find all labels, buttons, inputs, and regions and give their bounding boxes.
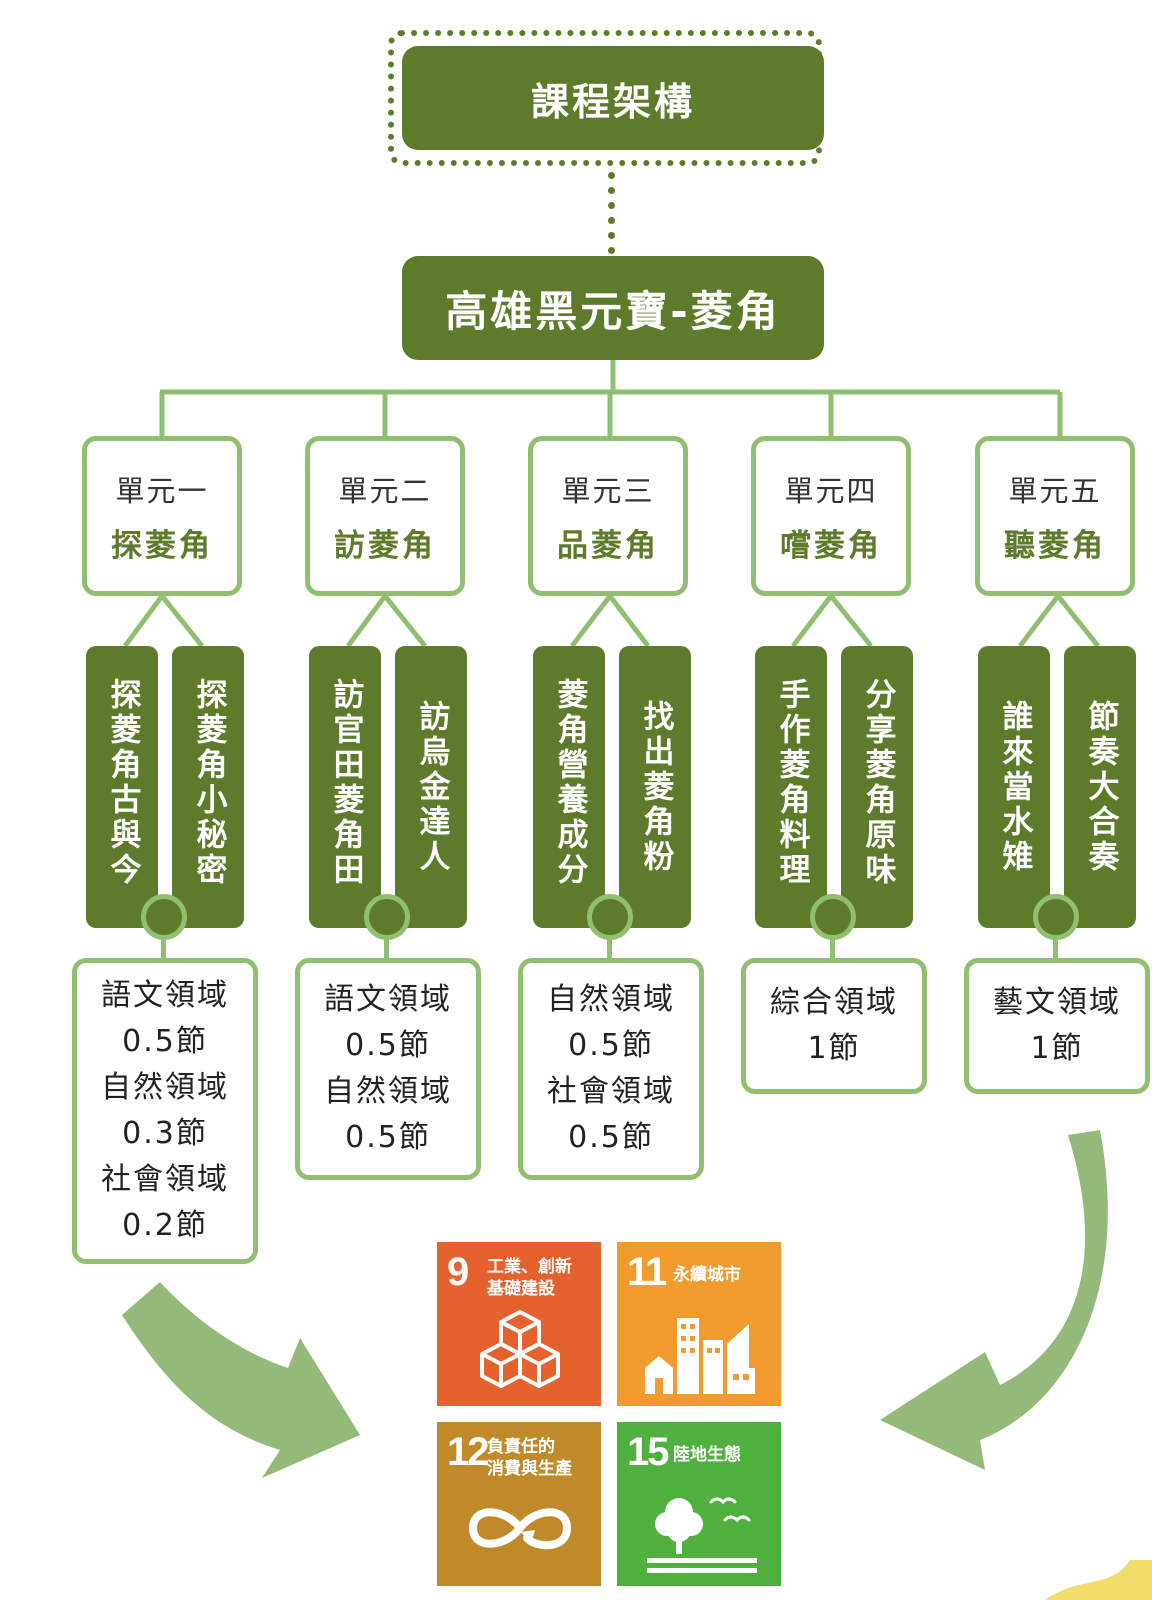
infinity-icon bbox=[468, 1508, 572, 1550]
sdg-number: 15 bbox=[627, 1430, 669, 1474]
domain-line: 1節 bbox=[1030, 1031, 1084, 1066]
connector-knob-icon bbox=[810, 894, 856, 940]
domain-line: 語文領域 bbox=[101, 978, 229, 1013]
activity-box: 分享菱角原味 bbox=[841, 646, 913, 928]
unit-name: 訪菱角 bbox=[334, 527, 436, 564]
activity-box: 誰來當水雉 bbox=[978, 646, 1050, 928]
unit-box-2: 單元二 訪菱角 bbox=[305, 436, 465, 596]
domain-line: 0.3節 bbox=[122, 1116, 208, 1151]
domain-line: 0.5節 bbox=[345, 1120, 431, 1155]
sdg-title: 負責任的 消費與生產 bbox=[487, 1436, 572, 1480]
sdg-tile-11: 11 永續城市 bbox=[617, 1242, 781, 1406]
sdg-title-line: 基礎建設 bbox=[487, 1279, 555, 1299]
knob-stem bbox=[384, 938, 389, 958]
sdg-title-line: 陸地生態 bbox=[673, 1445, 741, 1465]
left-arrow-icon bbox=[122, 1282, 360, 1478]
activity-text: 手作菱角料理 bbox=[773, 678, 810, 888]
sdg-title-line: 消費與生產 bbox=[487, 1459, 572, 1479]
knob-stem bbox=[607, 938, 612, 958]
activity-box: 訪官田菱角田 bbox=[309, 646, 381, 928]
unit-label: 單元四 bbox=[784, 473, 878, 508]
knob-stem bbox=[161, 938, 166, 958]
activity-text: 分享菱角原味 bbox=[859, 678, 896, 888]
connector-knob-icon bbox=[1033, 894, 1079, 940]
cubes-icon bbox=[480, 1310, 560, 1388]
unit-label: 單元二 bbox=[338, 473, 432, 508]
sdg-tile-15: 15 陸地生態 bbox=[617, 1422, 781, 1586]
domain-box-3: 自然領域 0.5節 社會領域 0.5節 bbox=[518, 958, 704, 1180]
domain-line: 1節 bbox=[807, 1031, 861, 1066]
tree-birds-icon bbox=[647, 1497, 757, 1573]
unit-name: 聽菱角 bbox=[1004, 527, 1106, 564]
unit-name: 品菱角 bbox=[557, 527, 659, 564]
domain-box-4: 綜合領域 1節 bbox=[741, 958, 927, 1094]
sdg-title: 永續城市 bbox=[673, 1264, 741, 1286]
unit-label: 單元一 bbox=[115, 473, 209, 508]
domain-line: 綜合領域 bbox=[770, 985, 898, 1020]
activity-text: 菱角營養成分 bbox=[551, 678, 588, 888]
activity-text: 探菱角小秘密 bbox=[190, 678, 227, 888]
unit-box-3: 單元三 品菱角 bbox=[528, 436, 688, 596]
domain-line: 0.5節 bbox=[345, 1028, 431, 1063]
sdg-number: 12 bbox=[447, 1430, 489, 1474]
activity-text: 訪官田菱角田 bbox=[327, 678, 364, 888]
dotted-connector bbox=[608, 172, 615, 254]
sdg-title: 陸地生態 bbox=[673, 1444, 741, 1466]
sdg-number: 11 bbox=[627, 1250, 667, 1294]
sdg-tile-12: 12 負責任的 消費與生產 bbox=[437, 1422, 601, 1586]
domain-line: 語文領域 bbox=[324, 982, 452, 1017]
sdg-title-line: 工業、創新 bbox=[487, 1257, 572, 1277]
domain-line: 0.5節 bbox=[122, 1024, 208, 1059]
connector-knob-icon bbox=[364, 894, 410, 940]
main-theme-title: 高雄黑元寶-菱角 bbox=[402, 256, 824, 360]
sdg-title-line: 永續城市 bbox=[673, 1265, 741, 1285]
knob-stem bbox=[1053, 938, 1058, 958]
domain-box-1: 語文領域 0.5節 自然領域 0.3節 社會領域 0.2節 bbox=[72, 958, 258, 1264]
domain-line: 自然領域 bbox=[101, 1070, 229, 1105]
unit-box-4: 單元四 嚐菱角 bbox=[751, 436, 911, 596]
activity-box: 探菱角古與今 bbox=[86, 646, 158, 928]
course-structure-title: 課程架構 bbox=[402, 46, 824, 150]
activity-text: 探菱角古與今 bbox=[104, 678, 141, 888]
domain-box-5: 藝文領域 1節 bbox=[964, 958, 1150, 1094]
activity-text: 訪烏金達人 bbox=[413, 700, 450, 875]
activity-box: 節奏大合奏 bbox=[1064, 646, 1136, 928]
domain-line: 0.5節 bbox=[568, 1120, 654, 1155]
activity-box: 手作菱角料理 bbox=[755, 646, 827, 928]
sdg-number: 9 bbox=[447, 1250, 469, 1294]
domain-line: 社會領域 bbox=[101, 1162, 229, 1197]
domain-box-2: 語文領域 0.5節 自然領域 0.5節 bbox=[295, 958, 481, 1180]
unit-name: 探菱角 bbox=[111, 527, 213, 564]
domain-line: 藝文領域 bbox=[993, 985, 1121, 1020]
sdg-title-line: 負責任的 bbox=[487, 1437, 555, 1457]
connector-knob-icon bbox=[587, 894, 633, 940]
activity-text: 誰來當水雉 bbox=[996, 700, 1033, 875]
activity-box: 訪烏金達人 bbox=[395, 646, 467, 928]
domain-line: 自然領域 bbox=[547, 982, 675, 1017]
activity-text: 找出菱角粉 bbox=[637, 700, 674, 875]
sdg-title: 工業、創新 基礎建設 bbox=[487, 1256, 572, 1300]
decorative-blob-icon bbox=[1045, 1560, 1152, 1600]
knob-stem bbox=[830, 938, 835, 958]
unit-box-5: 單元五 聽菱角 bbox=[975, 436, 1135, 596]
connector-knob-icon bbox=[141, 894, 187, 940]
unit-label: 單元三 bbox=[561, 473, 655, 508]
unit-label: 單元五 bbox=[1008, 473, 1102, 508]
domain-line: 0.5節 bbox=[568, 1028, 654, 1063]
unit-name: 嚐菱角 bbox=[780, 527, 882, 564]
activity-box: 探菱角小秘密 bbox=[172, 646, 244, 928]
sdg-tile-9: 9 工業、創新 基礎建設 bbox=[437, 1242, 601, 1406]
domain-line: 社會領域 bbox=[547, 1074, 675, 1109]
activity-box: 菱角營養成分 bbox=[533, 646, 605, 928]
right-arrow-icon bbox=[880, 1130, 1108, 1470]
activity-box: 找出菱角粉 bbox=[619, 646, 691, 928]
city-icon bbox=[645, 1318, 755, 1394]
domain-line: 自然領域 bbox=[324, 1074, 452, 1109]
unit-box-1: 單元一 探菱角 bbox=[82, 436, 242, 596]
domain-line: 0.2節 bbox=[122, 1208, 208, 1243]
activity-text: 節奏大合奏 bbox=[1082, 700, 1119, 875]
